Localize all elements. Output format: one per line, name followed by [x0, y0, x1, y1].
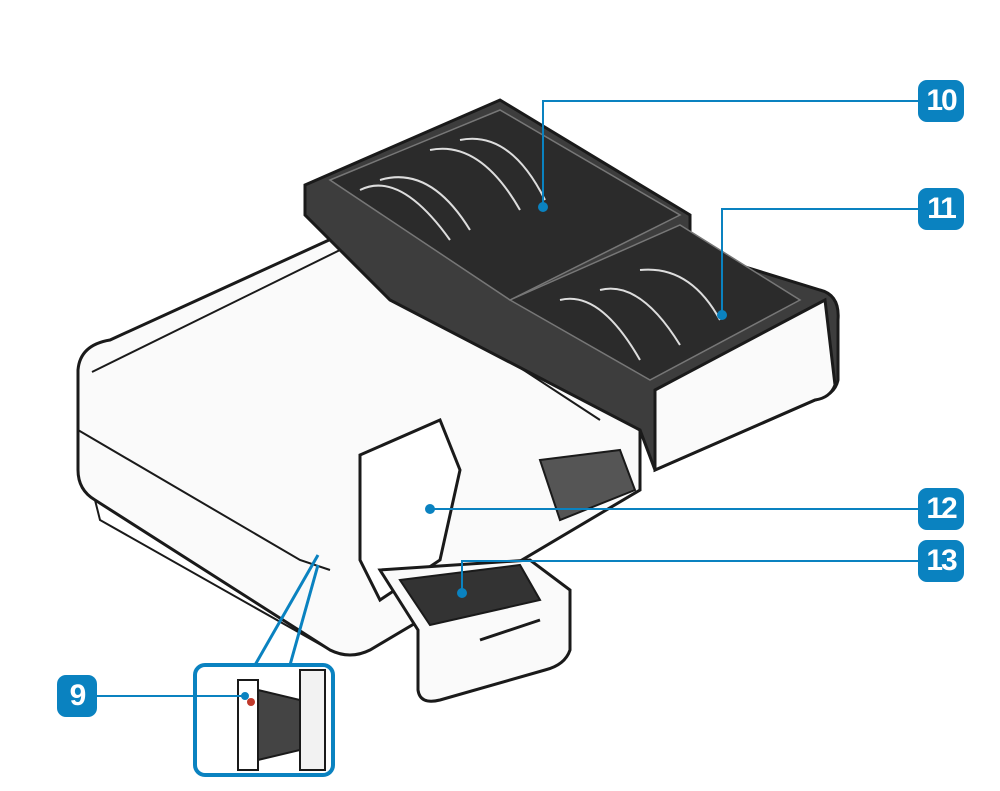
callout-badge-12: 12: [918, 488, 964, 530]
cash-drawer: [303, 98, 840, 473]
callout-badge-10: 10: [918, 80, 964, 122]
inset-detail: [193, 554, 335, 777]
callout-badge-9: 9: [57, 675, 97, 717]
indicator-led-icon: [247, 698, 255, 706]
leader-lines: [97, 100, 918, 700]
callout-badge-13: 13: [918, 540, 964, 582]
printer-mechanism: [358, 418, 637, 703]
callout-badge-11: 11: [918, 188, 964, 230]
